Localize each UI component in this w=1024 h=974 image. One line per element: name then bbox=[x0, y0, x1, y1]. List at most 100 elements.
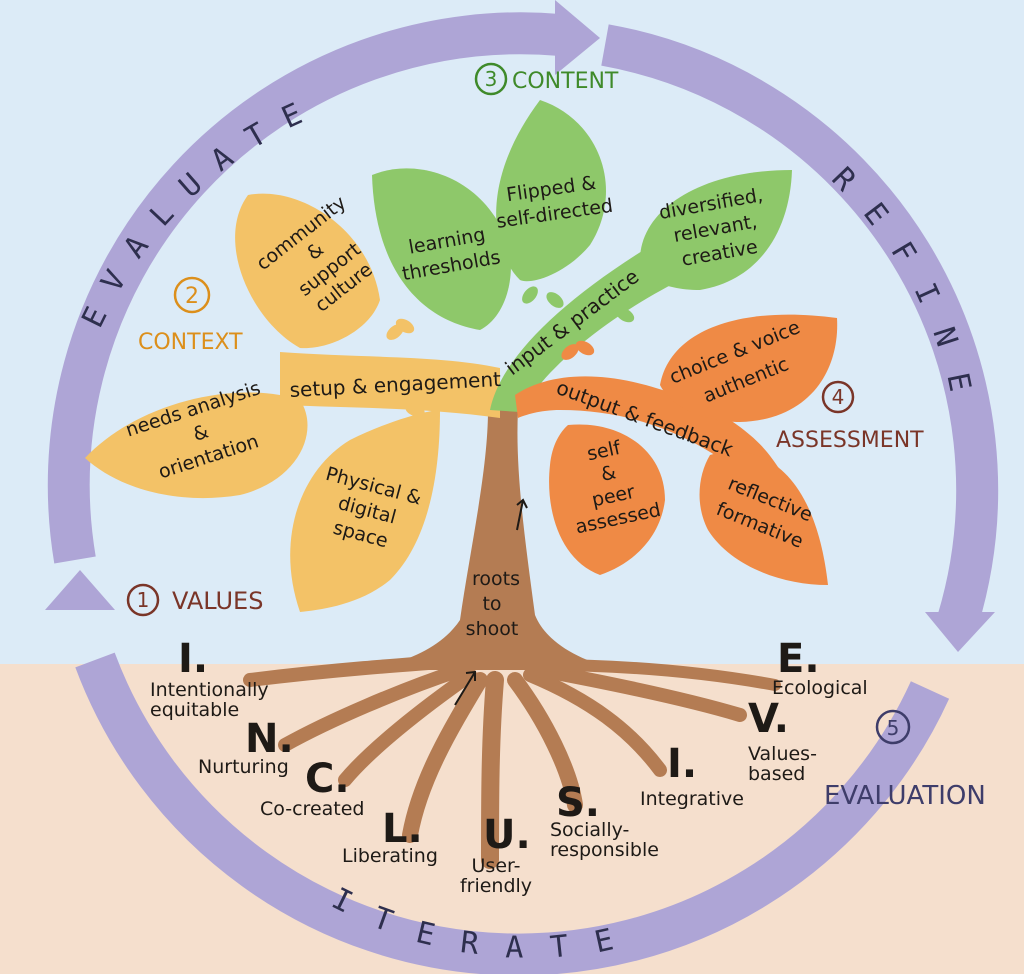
stage-values-circle bbox=[126, 583, 160, 617]
root-word-line: Integrative bbox=[640, 788, 744, 810]
stage-assessment-circle bbox=[821, 380, 855, 414]
root-word: Socially-responsible bbox=[550, 819, 659, 861]
stage-evaluation: 5 EVALUATION bbox=[824, 709, 986, 811]
cycle-ring bbox=[47, 12, 999, 974]
stage-content: 3 CONTENT bbox=[474, 62, 619, 96]
root-letter: U. bbox=[483, 812, 531, 858]
stage-values: 1 VALUES bbox=[126, 583, 263, 617]
root-word-line: Socially- bbox=[550, 819, 629, 841]
root-word: Values-based bbox=[748, 743, 817, 785]
root-word-line: Liberating bbox=[342, 845, 438, 867]
root-l bbox=[402, 672, 488, 843]
leaf-diversified bbox=[640, 170, 792, 290]
root-word: User-friendly bbox=[460, 855, 532, 897]
ring-arrowheads bbox=[45, 0, 995, 652]
leaf-physical bbox=[290, 410, 440, 612]
stage-evaluation-label: EVALUATION bbox=[824, 781, 986, 811]
stage-evaluation-circle bbox=[875, 709, 911, 745]
root-value-7: I.Integrative bbox=[640, 741, 744, 810]
root-word: Nurturing bbox=[198, 756, 289, 778]
root-word: Ecological bbox=[772, 677, 868, 699]
trunk-label-1: roots bbox=[472, 568, 520, 590]
ring-arc-iterate bbox=[75, 652, 950, 974]
root-u bbox=[481, 671, 504, 869]
trunk-label-3: shoot bbox=[466, 618, 519, 640]
leaf-flipped bbox=[496, 100, 606, 282]
root-word-line: based bbox=[748, 763, 805, 785]
stage-context: 2 CONTEXT bbox=[138, 276, 243, 355]
root-value-4: L.Liberating bbox=[342, 806, 438, 867]
stage-assessment: 4 ASSESSMENT bbox=[776, 380, 924, 453]
root-value-5: U.User-friendly bbox=[460, 812, 532, 897]
ring-arc-evaluate bbox=[47, 12, 562, 564]
ring-arc-refine bbox=[601, 24, 999, 627]
content-sprouts bbox=[522, 286, 635, 323]
arrowhead-refine bbox=[925, 612, 995, 652]
leaf-needs bbox=[85, 392, 308, 499]
leaf-line: & bbox=[190, 420, 211, 446]
context-sprouts bbox=[386, 318, 440, 425]
root-word-line: equitable bbox=[150, 699, 239, 721]
root-word-line: Ecological bbox=[772, 677, 868, 699]
root-word: Integrative bbox=[640, 788, 744, 810]
trunk-arrow-up bbox=[516, 498, 528, 531]
leaf-self bbox=[549, 424, 665, 575]
root-word-line: User- bbox=[472, 855, 521, 877]
stage-values-num: 1 bbox=[137, 588, 150, 612]
root-value-6: S.Socially-responsible bbox=[550, 780, 659, 861]
root-i2 bbox=[523, 668, 667, 777]
root-letter: C. bbox=[305, 756, 350, 802]
root-word: Liberating bbox=[342, 845, 438, 867]
stage-context-circle bbox=[173, 276, 211, 314]
stage-content-label: CONTENT bbox=[512, 69, 619, 94]
root-word-line: responsible bbox=[550, 839, 659, 861]
root-word-line: Values- bbox=[748, 743, 817, 765]
root-letter: S. bbox=[556, 780, 600, 826]
root-word-line: Co-created bbox=[260, 798, 364, 820]
stage-assessment-label: ASSESSMENT bbox=[776, 428, 924, 453]
root-v bbox=[533, 663, 747, 722]
stage-content-circle bbox=[474, 62, 508, 96]
branch-input bbox=[490, 240, 690, 412]
stage-content-num: 3 bbox=[485, 67, 498, 91]
root-letter: N. bbox=[245, 716, 294, 762]
root-c bbox=[338, 668, 477, 787]
assessment-sprouts bbox=[561, 340, 595, 360]
leaf-line: & bbox=[599, 461, 618, 486]
root-word: Co-created bbox=[260, 798, 364, 820]
root-arrow-up bbox=[454, 670, 476, 706]
roots bbox=[243, 653, 781, 869]
root-letter: I. bbox=[178, 636, 208, 682]
root-value-9: E.Ecological bbox=[772, 636, 868, 699]
root-n bbox=[278, 663, 467, 752]
stage-values-label: VALUES bbox=[172, 587, 263, 615]
stage-context-num: 2 bbox=[185, 284, 199, 309]
root-value-3: C.Co-created bbox=[260, 756, 364, 820]
root-letter: E. bbox=[777, 636, 820, 682]
branch-setup bbox=[280, 352, 500, 418]
stage-evaluation-num: 5 bbox=[887, 716, 900, 740]
root-word-line: Nurturing bbox=[198, 756, 289, 778]
trunk-label-2: to bbox=[482, 593, 501, 615]
leaf-learning bbox=[372, 168, 511, 330]
root-s bbox=[507, 672, 583, 813]
root-letter: L. bbox=[382, 806, 423, 852]
root-value-2: N.Nurturing bbox=[198, 716, 294, 778]
leaf-community bbox=[235, 193, 380, 349]
root-letter: V. bbox=[748, 696, 789, 742]
root-letter: I. bbox=[667, 741, 697, 787]
leaf-choice bbox=[660, 314, 838, 422]
root-word-line: friendly bbox=[460, 875, 532, 897]
arrowhead-iterate bbox=[45, 570, 115, 610]
leaf-reflective bbox=[699, 451, 828, 585]
root-word-line: Intentionally bbox=[150, 679, 269, 701]
stage-assessment-num: 4 bbox=[832, 385, 845, 409]
root-value-8: V.Values-based bbox=[748, 696, 817, 785]
trunk bbox=[360, 410, 620, 670]
arrowhead-evaluate bbox=[555, 0, 600, 75]
